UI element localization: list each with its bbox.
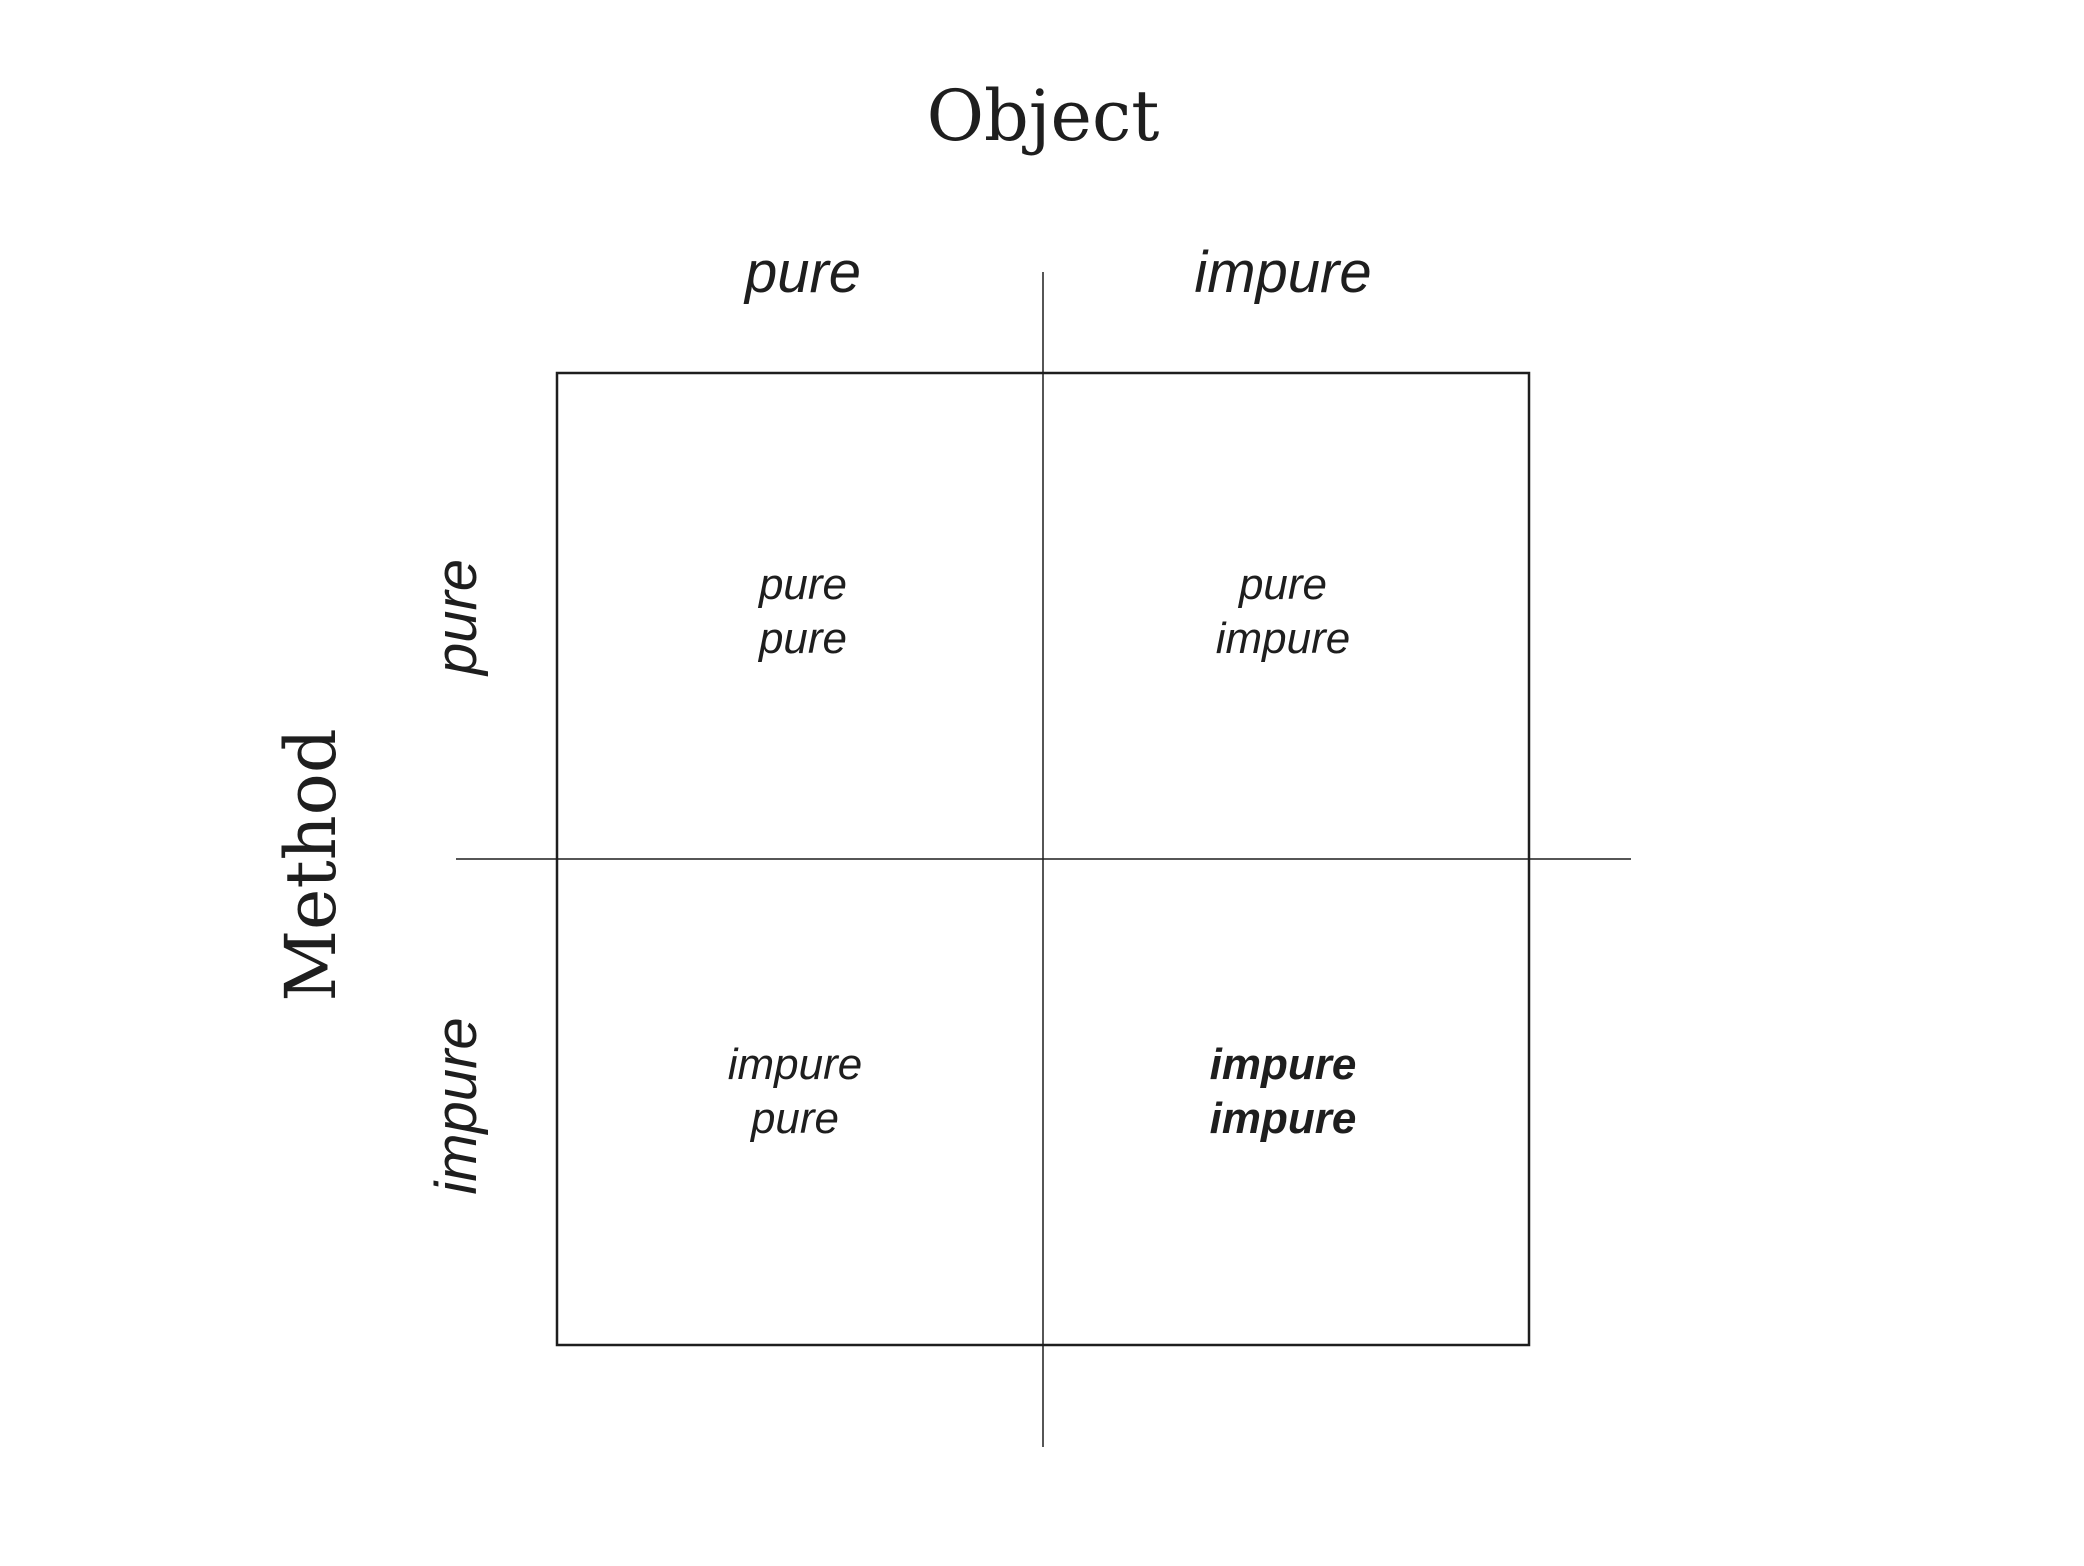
object-title: Object — [927, 75, 1160, 157]
method-title: Method — [270, 728, 352, 1001]
row-header-pure: pure — [424, 559, 489, 677]
cell-impure-pure-line2: pure — [749, 1094, 839, 1143]
cell-pure-impure-line1: pure — [1237, 560, 1327, 609]
cell-impure-impure-line1: impure — [1210, 1040, 1357, 1089]
cell-pure-pure: pure pure — [757, 560, 847, 663]
cell-pure-impure-line2: impure — [1216, 614, 1351, 663]
cell-impure-pure-line1: impure — [728, 1040, 863, 1089]
cell-impure-impure: impure impure — [1210, 1040, 1357, 1143]
cell-pure-pure-line1: pure — [757, 560, 847, 609]
cell-pure-impure: pure impure — [1216, 560, 1351, 663]
row-header-impure: impure — [424, 1017, 489, 1194]
cell-pure-pure-line2: pure — [757, 614, 847, 663]
column-header-pure: pure — [743, 240, 861, 305]
column-header-impure: impure — [1194, 240, 1371, 305]
cell-impure-impure-line2: impure — [1210, 1094, 1357, 1143]
cell-impure-pure: impure pure — [728, 1040, 863, 1143]
